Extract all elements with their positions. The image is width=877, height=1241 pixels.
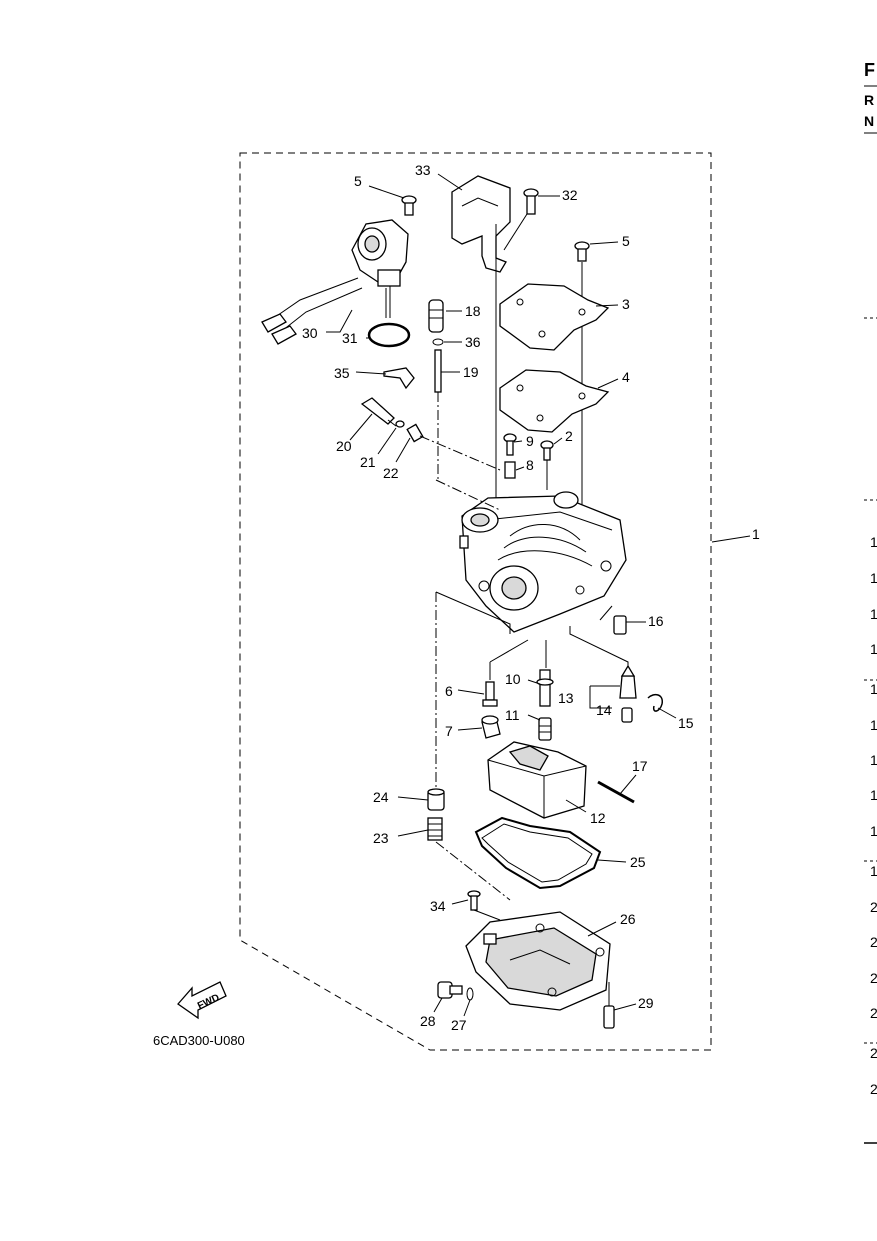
part-21-spring	[395, 420, 405, 428]
callout-5b: 5	[622, 233, 630, 249]
part-12-float	[487, 741, 587, 819]
edge-item: 1	[870, 641, 877, 657]
part-13-needle-valve	[619, 664, 637, 723]
part-6-jet	[482, 681, 498, 707]
callout-15: 15	[678, 715, 694, 731]
callout-25: 25	[630, 854, 646, 870]
part-35-clip	[383, 367, 415, 390]
part-31-o-ring	[367, 322, 411, 348]
edge-item: 2	[870, 1005, 877, 1021]
part-20-pilot-screw	[360, 397, 397, 427]
part-3-plate	[499, 283, 610, 351]
part-18-cap	[428, 299, 444, 333]
callout-18: 18	[465, 303, 481, 319]
callout-20: 20	[336, 438, 352, 454]
part-24-damper	[427, 788, 445, 811]
callout-16: 16	[648, 613, 664, 629]
adjacent-page-edge: F R N 1 1 1 1 1 1 1 1 1 1 2 2 2 2 2 2	[864, 60, 877, 1144]
part-2-screw	[540, 440, 554, 490]
callout-21: 21	[360, 454, 376, 470]
edge-item: 1	[870, 787, 877, 803]
callout-33: 33	[415, 162, 431, 178]
callout-24: 24	[373, 789, 389, 805]
callout-11: 11	[505, 707, 520, 723]
callout-35: 35	[334, 365, 350, 381]
edge-item: 2	[870, 1081, 877, 1097]
part-30-solenoid	[261, 219, 409, 345]
part-25-gasket	[474, 816, 602, 890]
callout-8: 8	[526, 457, 534, 473]
part-7-plug	[481, 715, 501, 739]
edge-item: 1	[870, 606, 877, 622]
part-29-screw	[603, 982, 615, 1029]
part-33-bracket	[451, 175, 511, 540]
callout-19: 19	[463, 364, 479, 380]
callout-22: 22	[383, 465, 399, 481]
part-17-float-pin	[597, 780, 635, 804]
part-5-screw-left	[401, 195, 417, 216]
callout-1: 1	[752, 526, 760, 542]
callout-10: 10	[505, 671, 521, 687]
edge-item: 2	[870, 934, 877, 950]
callout-13: 13	[558, 690, 574, 706]
part-16-screw	[613, 615, 627, 635]
callout-32: 32	[562, 187, 578, 203]
callout-2: 2	[565, 428, 573, 444]
part-23-spring	[427, 817, 443, 841]
callout-26: 26	[620, 911, 636, 927]
figure-code: 6CAD300-U080	[153, 1033, 245, 1048]
callout-27: 27	[451, 1017, 467, 1033]
callout-6: 6	[445, 683, 453, 699]
fwd-arrow-icon: FWD	[177, 981, 227, 1020]
part-22-washer	[406, 423, 424, 443]
callout-4: 4	[622, 369, 630, 385]
callout-34: 34	[430, 898, 446, 914]
part-19-pin	[434, 349, 442, 393]
callout-31: 31	[342, 330, 358, 346]
assembly-boundary	[239, 152, 712, 1051]
edge-header-f: F	[864, 60, 875, 80]
callout-17: 17	[632, 758, 648, 774]
part-10-nozzle	[536, 669, 554, 707]
edge-header-n: N	[864, 113, 874, 129]
part-8-spring	[504, 461, 516, 479]
callout-3: 3	[622, 296, 630, 312]
edge-item: 2	[870, 1045, 877, 1061]
edge-item: 1	[870, 570, 877, 586]
part-4-gasket	[499, 369, 610, 433]
part-27-o-ring	[466, 987, 474, 1001]
edge-item: 1	[870, 681, 877, 697]
part-36-ring	[432, 338, 444, 346]
callout-29: 29	[638, 995, 654, 1011]
part-34-screw	[467, 890, 501, 921]
callout-23: 23	[373, 830, 389, 846]
part-28-drain-screw	[437, 981, 463, 999]
edge-item: 1	[870, 823, 877, 839]
callout-30: 30	[302, 325, 318, 341]
carburetor-body	[459, 491, 627, 633]
edge-item: 1	[870, 534, 877, 550]
edge-item: 1	[870, 752, 877, 768]
part-11-jet	[538, 717, 552, 741]
part-9-screw	[503, 433, 517, 456]
edge-item: 2	[870, 899, 877, 915]
edge-item: 1	[870, 717, 877, 733]
callout-5a: 5	[354, 173, 362, 189]
part-32-screw	[503, 188, 539, 251]
callout-36: 36	[465, 334, 481, 350]
callout-14: 14	[596, 702, 612, 718]
edge-item: 2	[870, 970, 877, 986]
callout-leaders	[326, 173, 751, 1017]
callout-12: 12	[590, 810, 606, 826]
edge-header-r: R	[864, 92, 874, 108]
callout-labels: 1 2 3 4 5 5 6 7 8 9 10 11 12 13 14 15 16…	[302, 162, 760, 1033]
callout-7: 7	[445, 723, 453, 739]
part-15-clip	[647, 693, 663, 712]
edge-item: 1	[870, 863, 877, 879]
callout-9: 9	[526, 433, 534, 449]
callout-28: 28	[420, 1013, 436, 1029]
part-26-float-chamber	[465, 911, 611, 1011]
